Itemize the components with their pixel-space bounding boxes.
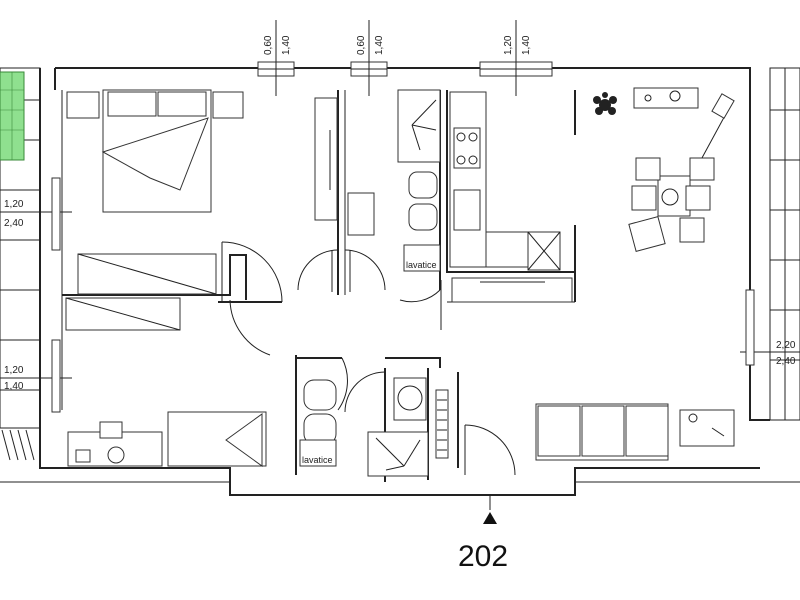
master-bedroom	[66, 89, 338, 295]
kitchen-counter	[449, 91, 487, 268]
nightstand-right	[212, 91, 244, 119]
living-room	[535, 87, 735, 461]
dim-left-lower-b: 1,40	[4, 381, 24, 392]
dim-top-middle-a: 0,60	[356, 35, 367, 55]
chair-5	[679, 217, 705, 243]
dim-top-left-a: 0,60	[263, 35, 274, 55]
second-bedroom	[65, 297, 267, 467]
dim-top-middle-b: 1,40	[374, 35, 385, 55]
tv-unit	[679, 409, 735, 447]
kitchen-sink	[453, 189, 481, 231]
lamp-icon	[689, 93, 735, 181]
sideboard	[633, 87, 699, 109]
north-arrow-icon	[483, 512, 497, 524]
plant-icon	[593, 92, 617, 115]
nightstand-left	[66, 91, 100, 119]
bidet-1	[408, 171, 438, 199]
dresser	[314, 97, 338, 221]
dim-right-b: 2,40	[776, 356, 796, 367]
left-windows	[51, 177, 61, 413]
dim-top-left-b: 1,40	[281, 35, 292, 55]
sink-1	[347, 192, 375, 236]
left-hatch	[1, 429, 35, 461]
chair-2	[689, 157, 715, 181]
radiator	[435, 389, 449, 459]
sink-2	[393, 377, 427, 421]
outer-walls	[0, 67, 800, 496]
dim-left-lower-a: 1,20	[4, 365, 24, 376]
washer-2	[299, 439, 337, 467]
unit-number: 202	[458, 540, 508, 573]
right-balcony-strip	[769, 67, 800, 421]
dim-top-right-b: 1,40	[521, 35, 532, 55]
right-window	[745, 289, 755, 366]
chair-1	[635, 157, 661, 181]
dim-left-upper-b: 2,40	[4, 218, 24, 229]
dim-top-right-a: 1,20	[503, 35, 514, 55]
upper-bathroom: lavatice	[347, 89, 441, 272]
dim-left-upper-a: 1,20	[4, 199, 24, 210]
desk-chair	[107, 446, 125, 464]
lower-bathroom: lavatice	[299, 377, 449, 477]
stove	[453, 127, 481, 169]
washer-2-label: lavatice	[302, 455, 333, 465]
washer-1	[403, 244, 441, 272]
dim-right-a: 2,20	[776, 340, 796, 351]
kitchen	[449, 91, 573, 303]
armchair	[628, 215, 666, 253]
toilet-2	[303, 379, 337, 411]
chair-3	[631, 185, 657, 211]
toilet-1	[408, 203, 438, 231]
chair-4	[685, 185, 711, 211]
doors	[221, 241, 516, 476]
dining-table	[657, 175, 691, 217]
washer-1-label: lavatice	[406, 260, 437, 270]
left-balcony-strip	[0, 67, 41, 461]
